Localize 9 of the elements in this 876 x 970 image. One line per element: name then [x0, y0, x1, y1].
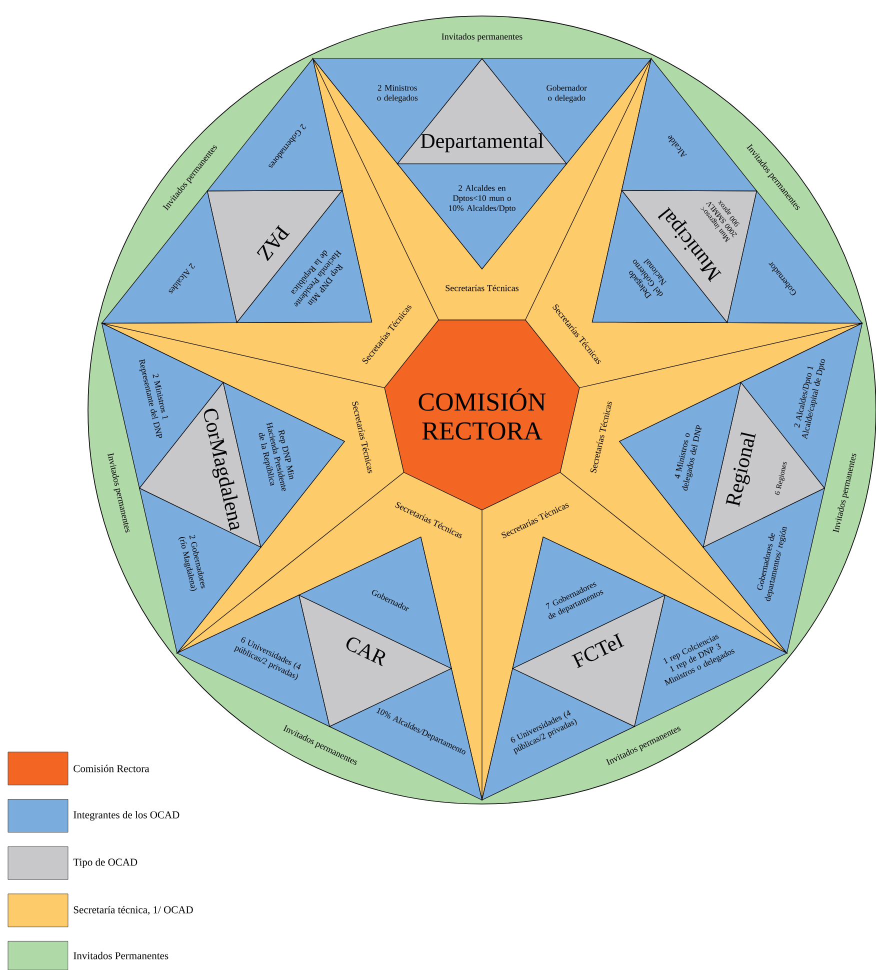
legend-label: Invitados Permanentes: [74, 952, 168, 960]
ring-label: Invitados permanentes: [442, 33, 522, 42]
legend-label: Tipo de OCAD: [73, 858, 138, 868]
star-label: Secretarías Técnicas: [590, 402, 612, 474]
star-label: Secretarías Técnicas: [446, 284, 519, 292]
legend-label: Secretaría técnica, 1/ OCAD: [74, 906, 193, 915]
legend-label: Integrantes de los OCAD: [74, 811, 180, 821]
legend-label: Comisión Rectora: [74, 764, 150, 772]
star-label: Secretarías Técnicas: [352, 401, 372, 474]
